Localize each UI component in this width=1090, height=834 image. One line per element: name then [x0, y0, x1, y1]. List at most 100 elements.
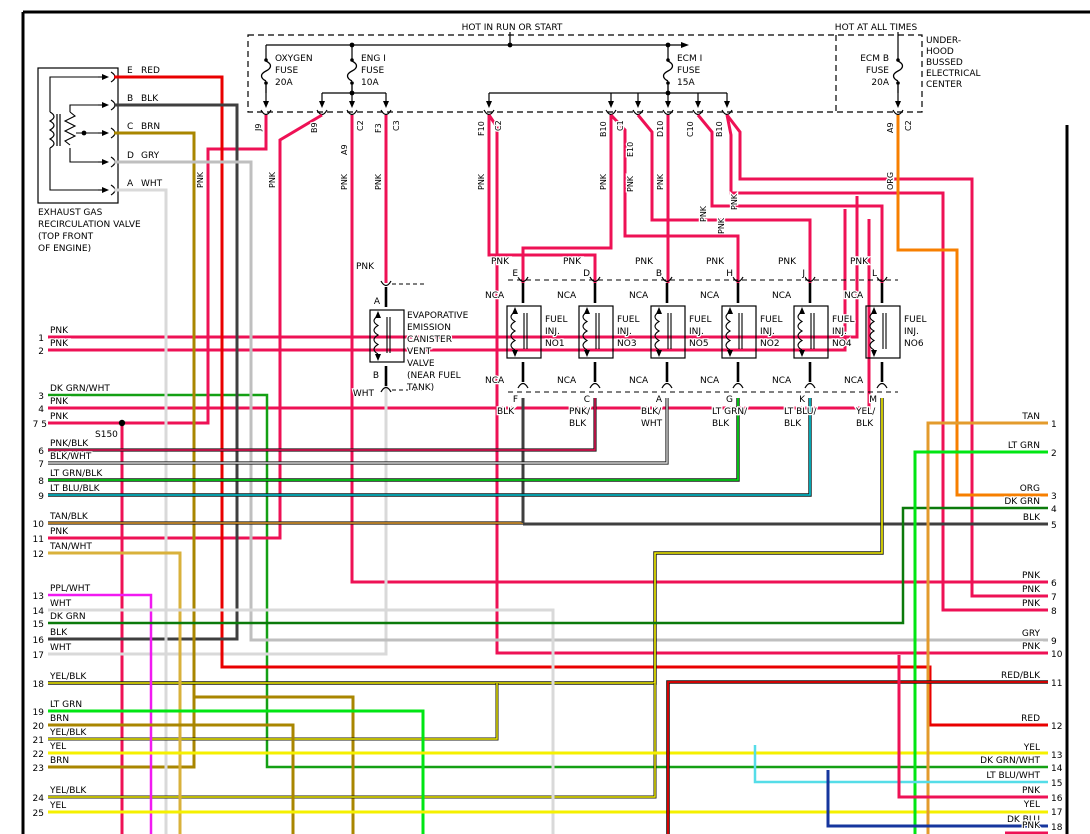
injector-name: INJ.: [760, 327, 775, 337]
solenoid-coil: [582, 311, 589, 351]
evap-valve-title: VALVE: [407, 359, 435, 369]
ubec-label: HOOD: [926, 47, 954, 57]
fuse-label: FUSE: [677, 66, 700, 76]
right-row-number: 4: [1051, 505, 1057, 515]
solenoid-coil: [725, 311, 732, 351]
fuse-label: 20A: [871, 78, 889, 88]
injector-number: NO1: [545, 339, 565, 349]
egr-pin-letter: A: [127, 179, 134, 189]
egr-pin-arrowhead: [102, 159, 109, 165]
connector-arc: [876, 382, 888, 389]
injector-name: INJ.: [545, 327, 560, 337]
terminal-cavity-label: C3: [392, 120, 401, 131]
connector-arc: [721, 109, 733, 116]
wire-row15-dkgrn-to-right-4: [48, 506, 1048, 625]
junction-dot: [264, 58, 268, 62]
ubec-label: UNDER-: [926, 36, 961, 46]
right-row-wire-color: BLK: [1023, 513, 1041, 523]
right-row-wire-color: PNK: [1022, 821, 1041, 831]
ubec-label: ELECTRICAL: [926, 69, 981, 79]
right-row-wire-color: LT GRN: [1008, 441, 1040, 451]
injector-bottom-wire-color: BLK: [497, 407, 515, 417]
wire-row3-dkgrnwht-to-right-14: [48, 393, 1048, 769]
left-row-number: 21: [33, 736, 44, 746]
wire-c2a9-to-right-6: [350, 115, 1048, 584]
evap-valve-title: VENT: [407, 347, 432, 357]
arrowhead: [383, 101, 389, 108]
injector-bottom-wire-color: BLK: [856, 419, 874, 429]
left-row-wire-color: LT BLU/BLK: [50, 484, 101, 494]
connector-arc: [605, 109, 617, 116]
egr-pin-wire-color: WHT: [141, 179, 163, 189]
wire-color-tag: PNK: [717, 217, 726, 234]
arrowhead: [895, 101, 901, 108]
right-row-number: 15: [1051, 779, 1062, 789]
injector-nca-label: NCA: [557, 376, 577, 386]
right-row-number: 10: [1051, 650, 1063, 660]
egr-valve-title: (TOP FRONT: [38, 232, 94, 242]
injector-bottom-wire-color: BLK: [712, 419, 730, 429]
wire-egr-gry-to-right-9: [114, 160, 1048, 642]
solenoid-box: [369, 309, 405, 363]
wire-inj-h-feed: [609, 113, 740, 283]
injector-name: INJ.: [904, 327, 919, 337]
down-arrowhead: [584, 350, 590, 357]
fuse-symbol: [346, 60, 358, 82]
wire-egr-wht-down: [114, 188, 168, 834]
right-row-wire-color: DK BLU: [1007, 815, 1040, 825]
wire-color-tag: PNK: [374, 173, 383, 190]
injector-top-pin-letter: E: [512, 269, 518, 279]
wire-egr-blk-to-row16: [48, 103, 239, 641]
egr-valve-title: EXHAUST GAS: [38, 208, 103, 218]
injector-bottom-pin-letter: M: [869, 395, 877, 405]
connector-arc: [662, 109, 674, 116]
left-row-number: 13: [33, 592, 44, 602]
injector-bottom-wire-color: LT GRN/: [712, 407, 748, 417]
injector-nca-label: NCA: [557, 291, 577, 301]
evap-valve-title: TANK): [406, 383, 434, 393]
wire-b10-to-right-7: [725, 114, 1048, 598]
egr-valve-title: RECIRCULATION VALVE: [38, 220, 141, 230]
connector-arc: [876, 276, 888, 283]
ubec-label: CENTER: [926, 80, 962, 90]
injector-bottom-wire-color: BLK/: [641, 407, 662, 417]
terminal-cavity-label: A9: [886, 122, 895, 133]
left-row-wire-color: PNK: [50, 412, 69, 422]
connector-arc: [380, 109, 392, 116]
injector-top-pin-letter: D: [583, 269, 590, 279]
terminal-cavity-label: J9: [254, 124, 263, 132]
right-row-wire-color: DK GRN: [1004, 497, 1040, 507]
fuse-symbol: [662, 60, 674, 82]
right-row-number: 8: [1051, 607, 1057, 617]
wire-right-row18-dkblu: [826, 770, 1048, 828]
right-row-wire-color: PNK: [1022, 599, 1041, 609]
evap-valve-title: CANISTER: [407, 335, 452, 345]
solenoid-coil: [869, 311, 876, 351]
connector-arc: [732, 276, 744, 283]
wire-left-row-2-pnk: [48, 209, 847, 352]
junction-dot: [507, 42, 513, 48]
injector-bottom-pin-letter: C: [584, 395, 590, 405]
terminal-cavity-label: C2: [904, 120, 913, 131]
injector-top-wire-color: PNK: [778, 257, 797, 267]
injector-nca-label: NCA: [629, 291, 649, 301]
terminal-cavity-label: C1: [616, 120, 625, 131]
egr-pin-letter: B: [127, 94, 133, 104]
evap-valve-title: (NEAR FUEL: [407, 371, 461, 381]
injector-nca-label: NCA: [700, 291, 720, 301]
injector-number: NO3: [617, 339, 637, 349]
junction-dot: [665, 90, 671, 96]
injector-name: INJ.: [832, 327, 847, 337]
connector-arc: [316, 109, 328, 116]
right-row-wire-color: PNK: [1022, 642, 1041, 652]
arrowhead: [349, 101, 355, 108]
right-row-wire-color: YEL: [1023, 800, 1040, 810]
connector-arc: [661, 382, 673, 389]
solenoid-coil: [510, 311, 517, 351]
connector-arc: [517, 382, 529, 389]
wire-color-tag: PNK: [699, 205, 708, 222]
left-row-number: 8: [38, 477, 44, 487]
injector-name: FUEL: [689, 315, 711, 325]
wire-left-row-4-pnk: [48, 219, 871, 410]
